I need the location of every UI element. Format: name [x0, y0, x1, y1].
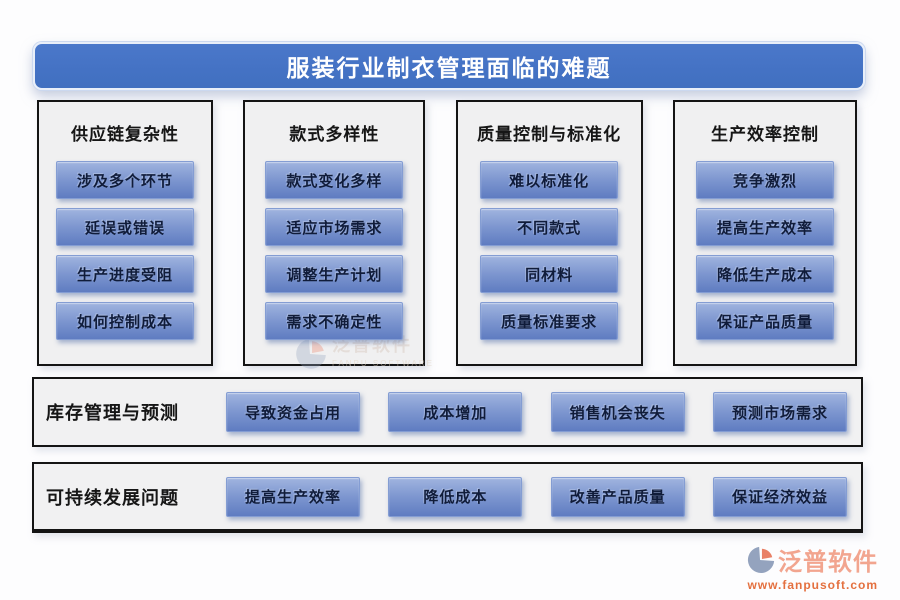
item-button[interactable]: 不同款式 [480, 208, 619, 246]
problem-columns: 供应链复杂性 涉及多个环节 延误或错误 生产进度受阻 如何控制成本 款式多样性 … [37, 100, 857, 366]
item-button[interactable]: 提高生产效率 [226, 476, 360, 517]
row-label: 库存管理与预测 [46, 403, 179, 423]
item-button[interactable]: 质量标准要求 [480, 302, 619, 340]
item-button[interactable]: 延误或错误 [56, 208, 194, 246]
column-production-efficiency: 生产效率控制 竞争激烈 提高生产效率 降低生产成本 保证产品质量 [672, 100, 857, 366]
column-header: 供应链复杂性 [71, 125, 179, 144]
item-button[interactable]: 调整生产计划 [265, 255, 404, 293]
item-button[interactable]: 预测市场需求 [712, 392, 847, 432]
item-button[interactable]: 如何控制成本 [56, 302, 194, 340]
item-button[interactable]: 竞争激烈 [695, 161, 834, 199]
item-button[interactable]: 生产进度受阻 [56, 255, 194, 293]
item-button[interactable]: 销售机会丧失 [550, 392, 685, 432]
brand-website-link[interactable]: www.fanpusoft.com [747, 578, 878, 592]
row-buttons: 导致资金占用 成本增加 销售机会丧失 预测市场需求 [226, 392, 861, 432]
item-button[interactable]: 款式变化多样 [265, 161, 404, 199]
item-button[interactable]: 同材料 [480, 255, 619, 293]
brand-name: 泛普软件 [778, 549, 878, 576]
item-button[interactable]: 导致资金占用 [226, 392, 360, 432]
row-inventory-management: 库存管理与预测 导致资金占用 成本增加 销售机会丧失 预测市场需求 [32, 377, 863, 447]
column-header: 生产效率控制 [710, 125, 819, 144]
column-header: 质量控制与标准化 [477, 125, 622, 144]
column-supply-chain: 供应链复杂性 涉及多个环节 延误或错误 生产进度受阻 如何控制成本 [37, 100, 213, 366]
item-button[interactable]: 提高生产效率 [695, 208, 834, 246]
column-header: 款式多样性 [289, 125, 380, 144]
column-style-diversity: 款式多样性 款式变化多样 适应市场需求 调整生产计划 需求不确定性 [243, 100, 426, 366]
row-buttons: 提高生产效率 降低成本 改善产品质量 保证经济效益 [226, 476, 861, 517]
item-button[interactable]: 涉及多个环节 [56, 161, 194, 199]
item-button[interactable]: 降低生产成本 [695, 255, 834, 293]
item-button[interactable]: 保证产品质量 [695, 302, 834, 340]
row-sustainable-development: 可持续发展问题 提高生产效率 降低成本 改善产品质量 保证经济效益 [32, 462, 863, 533]
item-button[interactable]: 适应市场需求 [265, 208, 404, 246]
item-button[interactable]: 难以标准化 [480, 161, 619, 199]
page-title: 服装行业制衣管理面临的难题 [286, 55, 612, 81]
title-banner: 服装行业制衣管理面临的难题 [33, 42, 865, 90]
row-label: 可持续发展问题 [46, 487, 179, 508]
fanpu-logo-icon [747, 546, 775, 573]
column-quality-control: 质量控制与标准化 难以标准化 不同款式 同材料 质量标准要求 [455, 100, 643, 366]
item-button[interactable]: 保证经济效益 [712, 476, 847, 517]
item-button[interactable]: 成本增加 [388, 392, 523, 432]
item-button[interactable]: 需求不确定性 [265, 302, 404, 340]
brand-footer: 泛普软件 www.fanpusoft.com [746, 542, 878, 592]
item-button[interactable]: 降低成本 [388, 476, 523, 517]
item-button[interactable]: 改善产品质量 [550, 476, 685, 517]
